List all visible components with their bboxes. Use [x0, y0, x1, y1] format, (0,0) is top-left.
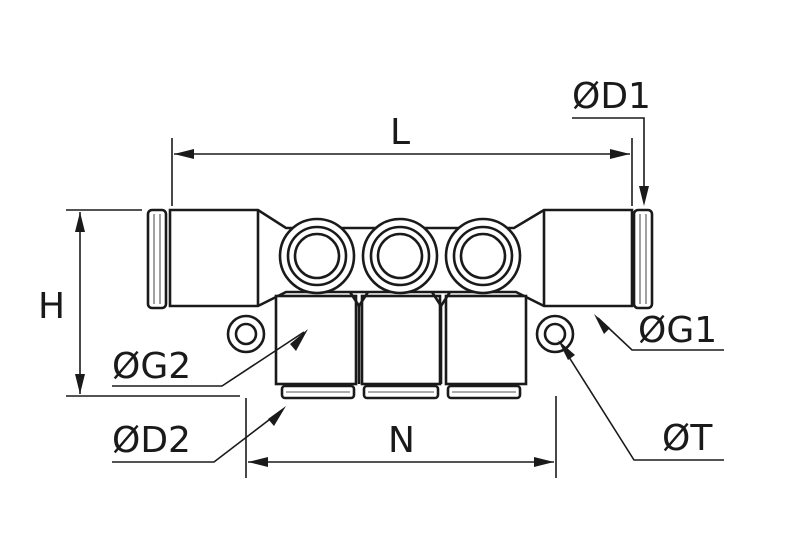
top-ports: [278, 217, 522, 295]
label-H: H: [38, 286, 65, 327]
label-D1: ØD1: [572, 76, 651, 117]
dimension-D1: ØD1: [572, 76, 651, 206]
dimension-T: ØT: [558, 340, 724, 461]
label-N: N: [388, 420, 415, 461]
dimension-H: H: [38, 209, 240, 397]
mounting-holes: [226, 314, 575, 354]
outlet-blocks: [274, 291, 528, 386]
outlet-collets: [280, 384, 522, 400]
label-G1: ØG1: [638, 310, 717, 351]
label-L: L: [390, 112, 410, 153]
dimension-G1: ØG1: [594, 310, 724, 351]
label-D2: ØD2: [112, 420, 191, 461]
right-collet: [632, 208, 654, 310]
fitting-body: [146, 208, 654, 400]
dimension-L: L: [171, 112, 633, 206]
label-T: ØT: [662, 418, 713, 459]
label-G2: ØG2: [112, 346, 191, 387]
dimension-N: N: [245, 396, 557, 478]
dimension-D2: ØD2: [112, 406, 286, 463]
dimension-G2: ØG2: [112, 329, 308, 387]
left-collet: [146, 208, 168, 310]
